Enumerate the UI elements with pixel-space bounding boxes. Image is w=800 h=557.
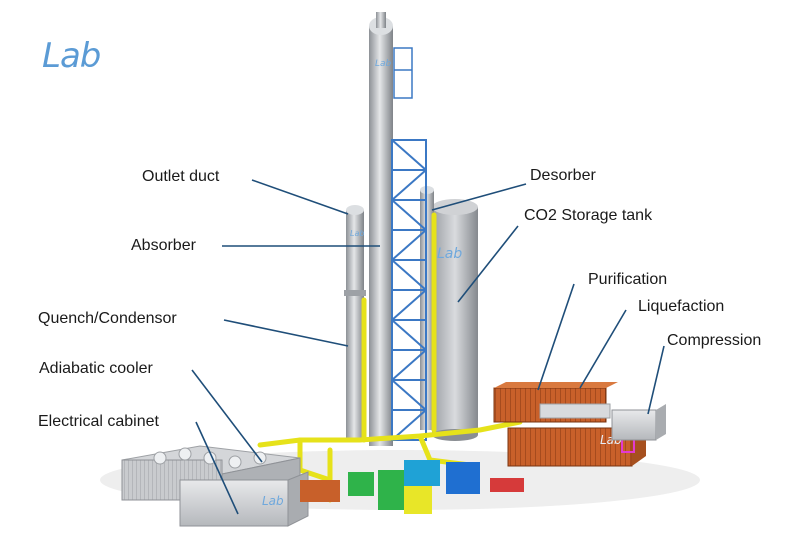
absorber-logo: Lab (375, 59, 392, 69)
electrical-cabinet: Lab (179, 471, 309, 527)
leader-desorber (431, 183, 527, 211)
label-purification: Purification (588, 271, 668, 288)
leader-quench (223, 319, 349, 347)
leader-purification (537, 283, 575, 391)
leader-lines (191, 179, 665, 515)
quench-column: Lab (344, 205, 366, 440)
lab-logo: Lab (42, 36, 101, 76)
label-quench-condensor: Quench/Condensor (38, 310, 177, 327)
quench-logo: Lab (350, 229, 364, 238)
leader-co2-tank (457, 225, 519, 303)
leader-adiabatic-cooler (191, 369, 263, 463)
cabinet-logo: Lab (262, 494, 284, 508)
label-electrical-cabinet: Electrical cabinet (38, 413, 159, 430)
leader-electrical-cabinet (195, 421, 239, 515)
label-absorber: Absorber (131, 237, 196, 254)
label-co2-storage-tank: CO2 Storage tank (524, 207, 653, 224)
label-outlet-duct: Outlet duct (142, 168, 220, 185)
label-compression: Compression (667, 332, 762, 349)
label-liquefaction: Liquefaction (638, 298, 725, 315)
tank-logo: Lab (437, 246, 462, 262)
co2-storage-tank: Lab (432, 199, 478, 441)
co2-containers: Lab (493, 382, 666, 467)
label-adiabatic-cooler: Adiabatic cooler (39, 360, 153, 377)
leader-compression (647, 345, 665, 415)
label-desorber: Desorber (530, 167, 596, 184)
leader-outlet-duct (251, 179, 349, 215)
absorber-column: Lab (369, 12, 393, 446)
process-skids (300, 460, 524, 514)
leader-liquefaction (579, 309, 627, 389)
support-structure (391, 47, 427, 441)
